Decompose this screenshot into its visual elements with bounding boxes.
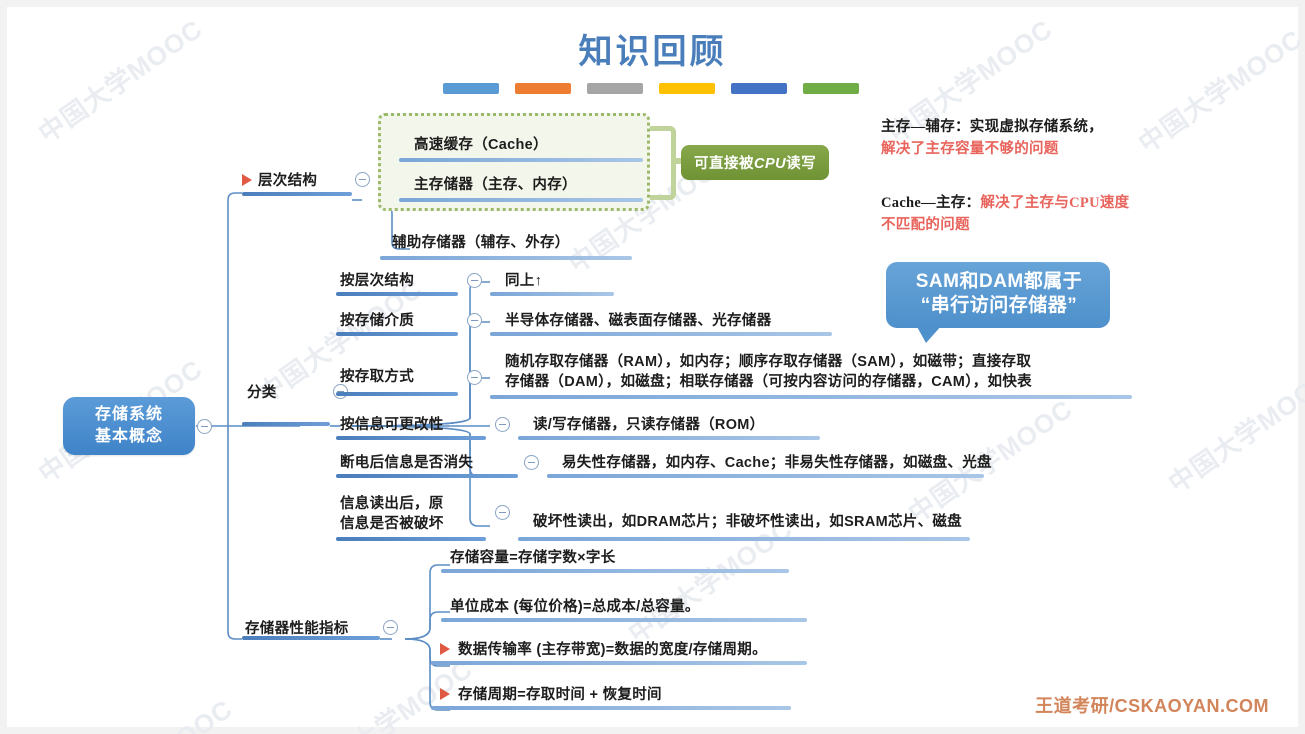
frame-edge-right xyxy=(1298,0,1305,734)
note-main-aux-red: 解决了主存容量不够的问题 xyxy=(881,140,1059,157)
underline-by-medium xyxy=(336,332,458,336)
footer-brand: 王道考研/CSKAOYAN.COM xyxy=(1035,696,1269,716)
note-cache-main: Cache—主存：解决了主存与CPU速度不匹配的问题 xyxy=(881,193,1141,237)
node-capacity-formula[interactable]: 存储容量=存储字数×字长 xyxy=(450,550,616,566)
cpu-readable-group-box xyxy=(378,113,650,211)
underline-volatility xyxy=(336,474,518,478)
color-bar-4 xyxy=(659,83,715,94)
underline-auxiliary-memory xyxy=(380,256,632,260)
node-unit-cost-formula[interactable]: 单位成本 (每位价格)=总成本/总容量。 xyxy=(450,599,700,615)
root-label-line2: 基本概念 xyxy=(94,428,163,445)
node-data-rate-formula[interactable]: 数据传输率 (主存带宽)=数据的宽度/存储周期。 xyxy=(458,642,767,658)
callout-emphasis: CPU xyxy=(754,156,787,172)
collapse-toggle-by-mutability[interactable] xyxy=(495,417,510,432)
branch-label-performance[interactable]: 存储器性能指标 xyxy=(245,621,349,637)
underline-memory-cycle-formula xyxy=(431,706,791,710)
collapse-toggle-by-access[interactable] xyxy=(467,370,482,385)
node-memory-cycle-formula[interactable]: 存储周期=存取时间 + 恢复时间 xyxy=(458,687,662,703)
frame-edge-left xyxy=(0,0,7,734)
watermark: 中国大学MOOC xyxy=(1162,363,1305,499)
underline-by-hierarchy xyxy=(336,292,458,296)
note-main-aux-black: 主存—辅存：实现虚拟存储系统， xyxy=(881,119,1103,135)
frame-edge-bottom xyxy=(0,727,1305,734)
underline-capacity-formula xyxy=(441,569,789,573)
collapse-toggle-root[interactable] xyxy=(197,419,212,434)
node-cache[interactable]: 高速缓存（Cache） xyxy=(414,137,548,153)
page-title: 知识回顾 xyxy=(578,34,727,71)
node-value-by-mutability[interactable]: 读/写存储器，只读存储器（ROM） xyxy=(533,417,765,433)
bubble-line1: SAM和DAM都属于 xyxy=(915,271,1083,292)
color-bar-strip xyxy=(443,83,859,94)
node-label-by-hierarchy[interactable]: 按层次结构 xyxy=(340,273,414,289)
underline-by-access xyxy=(336,392,458,396)
color-bar-1 xyxy=(443,83,499,94)
underline-value-by-access xyxy=(490,395,1132,399)
underline-unit-cost-formula xyxy=(441,618,807,622)
node-label-by-mutability[interactable]: 按信息可更改性 xyxy=(340,417,444,433)
flag-icon xyxy=(440,688,450,700)
node-label-volatility[interactable]: 断电后信息是否消失 xyxy=(340,455,474,471)
underline-classification xyxy=(242,422,330,426)
bubble-tail xyxy=(916,325,942,343)
node-main-memory[interactable]: 主存储器（主存、内存） xyxy=(414,177,577,193)
callout-cpu-read-write: 可直接被CPU读写 xyxy=(681,145,830,180)
node-label-by-access[interactable]: 按存取方式 xyxy=(340,369,414,385)
underline-value-destructive xyxy=(518,537,970,541)
collapse-toggle-hierarchy[interactable] xyxy=(355,172,370,187)
flag-icon xyxy=(440,643,450,655)
node-label-by-medium[interactable]: 按存储介质 xyxy=(340,313,414,329)
callout-prefix: 可直接被 xyxy=(694,156,754,172)
bubble-line2: “串行访问存储器” xyxy=(920,294,1078,316)
node-value-by-access-line1[interactable]: 随机存取存储器（RAM），如内存；顺序存取存储器（SAM），如磁带；直接存取 xyxy=(505,354,1032,370)
underline-value-by-mutability xyxy=(518,436,820,440)
underline-value-by-hierarchy xyxy=(490,292,614,296)
root-label-line1: 存储系统 xyxy=(94,405,163,423)
collapse-toggle-by-hierarchy[interactable] xyxy=(467,273,482,288)
node-value-destructive[interactable]: 破坏性读出，如DRAM芯片；非破坏性读出，如SRAM芯片、磁盘 xyxy=(533,514,962,530)
underline-data-rate-formula xyxy=(431,661,807,665)
color-bar-2 xyxy=(515,83,571,94)
node-label-destructive-line1[interactable]: 信息读出后，原 xyxy=(340,496,444,512)
color-bar-5 xyxy=(731,83,787,94)
node-value-by-access-line2[interactable]: 存储器（DAM），如磁盘；相联存储器（可按内容访问的存储器，CAM），如快表 xyxy=(505,374,1032,390)
collapse-toggle-performance[interactable] xyxy=(383,620,398,635)
note-cache-main-red: 解决了主存与CPU速度不匹配的问题 xyxy=(881,195,1130,233)
node-value-by-medium[interactable]: 半导体存储器、磁表面存储器、光存储器 xyxy=(505,313,772,329)
node-value-volatility[interactable]: 易失性存储器，如内存、Cache；非易失性存储器，如磁盘、光盘 xyxy=(562,455,992,471)
branch-label-hierarchy[interactable]: 层次结构 xyxy=(258,173,318,189)
node-auxiliary-memory[interactable]: 辅助存储器（辅存、外存） xyxy=(392,235,570,251)
color-bar-6 xyxy=(803,83,859,94)
underline-cache xyxy=(399,158,643,162)
collapse-toggle-by-medium[interactable] xyxy=(467,313,482,328)
root-node[interactable]: 存储系统 基本概念 xyxy=(63,397,195,455)
note-main-aux: 主存—辅存：实现虚拟存储系统， 解决了主存容量不够的问题 xyxy=(881,117,1103,161)
callout-suffix: 读写 xyxy=(786,156,817,172)
underline-by-mutability xyxy=(336,436,486,440)
underline-hierarchy xyxy=(242,192,352,196)
underline-value-volatility xyxy=(547,474,984,478)
flag-icon xyxy=(242,174,252,186)
node-label-destructive-line2[interactable]: 信息是否被破坏 xyxy=(340,516,444,532)
note-cache-main-black: Cache—主存： xyxy=(881,195,981,211)
color-bar-3 xyxy=(587,83,643,94)
branch-label-classification[interactable]: 分类 xyxy=(247,385,277,401)
callout-bubble-sam-dam: SAM和DAM都属于“串行访问存储器” xyxy=(886,262,1110,328)
group-bracket-stem xyxy=(671,158,685,164)
collapse-toggle-volatility[interactable] xyxy=(524,455,539,470)
underline-value-by-medium xyxy=(490,332,832,336)
frame-edge-top xyxy=(0,0,1305,7)
underline-main-memory xyxy=(399,198,643,202)
collapse-toggle-destructive[interactable] xyxy=(495,505,510,520)
node-value-by-hierarchy[interactable]: 同上↑ xyxy=(505,273,543,289)
underline-performance xyxy=(242,636,380,640)
underline-destructive xyxy=(336,537,486,541)
